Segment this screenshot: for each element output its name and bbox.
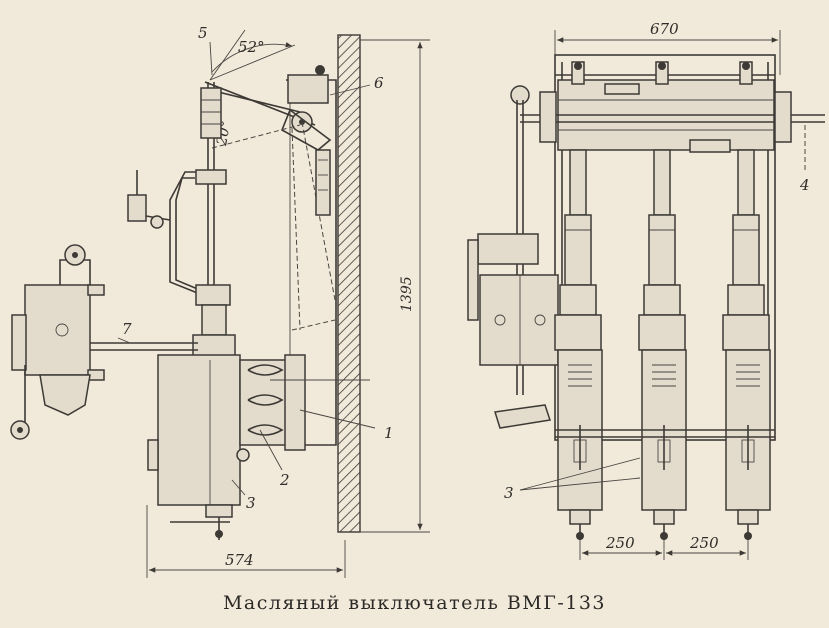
callout-4: 4 (799, 176, 810, 194)
oil-tank (157, 354, 241, 506)
height-dimension: 1395 (399, 276, 415, 312)
callout-2: 2 (279, 471, 290, 489)
callout-5: 5 (198, 24, 208, 42)
callout-1: 1 (384, 424, 394, 442)
top-flange (195, 284, 231, 306)
breaker-drawing: 52° 20° (10, 20, 825, 578)
pitch-dimension-1: 250 (605, 534, 635, 552)
angle-label: 52° (238, 38, 265, 56)
figure-caption: Масляный выключатель ВМГ-133 (222, 592, 607, 614)
wall-hatch (337, 34, 361, 533)
callout-3-right: 3 (504, 484, 514, 502)
upper-bracket (287, 74, 329, 104)
front-drive-box (479, 274, 559, 366)
pitch-dimension-2: 250 (689, 534, 719, 552)
width-dimension-right: 670 (650, 20, 679, 38)
callout-7: 7 (122, 320, 132, 338)
drive-box (24, 284, 91, 376)
side-view: 52° 20° (10, 24, 430, 578)
callout-3-left: 3 (246, 494, 256, 512)
hand-lever (494, 404, 551, 429)
callout-6: 6 (374, 74, 384, 92)
width-dimension-left: 574 (225, 551, 254, 569)
front-view: 670 4 (467, 20, 825, 560)
